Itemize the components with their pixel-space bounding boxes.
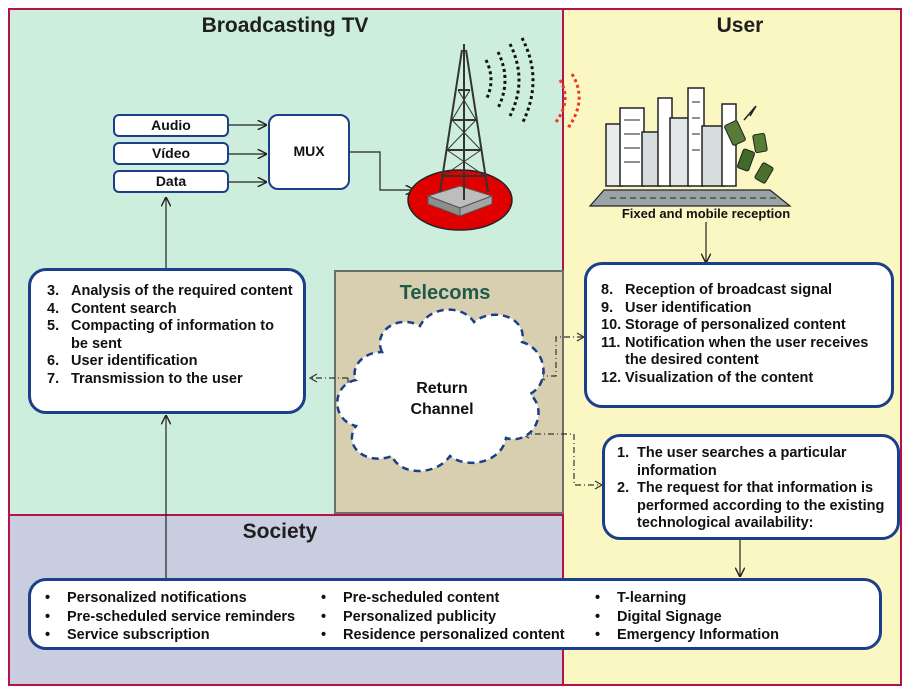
user-steps-box: 8.Reception of broadcast signal 9.User i… — [584, 262, 894, 408]
broadcasting-title: Broadcasting TV — [201, 14, 369, 37]
list-item: Pre-scheduled service reminders — [45, 608, 295, 627]
services-col3: T-learning Digital Signage Emergency Inf… — [595, 589, 779, 645]
mux-box: MUX — [268, 114, 350, 190]
list-item: Digital Signage — [595, 608, 779, 627]
data-box: Data — [113, 170, 229, 193]
cloud-icon — [336, 308, 545, 473]
video-box: Vídeo — [113, 142, 229, 165]
broadcast-tower-icon — [407, 44, 513, 231]
user-title: User — [716, 14, 764, 37]
services-col2: Pre-scheduled content Personalized publi… — [321, 589, 565, 645]
city-skyline-icon — [588, 87, 792, 207]
return-channel-line2: Channel — [410, 401, 474, 418]
return-channel-label: Return Channel — [400, 378, 484, 420]
request-steps-box: 1.The user searches a particular informa… — [602, 434, 900, 540]
request-steps-list: 1.The user searches a particular informa… — [617, 445, 891, 533]
list-item: Service subscription — [45, 626, 295, 645]
services-col1: Personalized notifications Pre-scheduled… — [45, 589, 295, 645]
list-item: 7.Transmission to the user — [47, 370, 243, 387]
list-item: Emergency Information — [595, 626, 779, 645]
list-item: 1.The user searches a particular informa… — [617, 445, 847, 479]
list-item: 10.Storage of personalized content — [601, 317, 846, 333]
society-title: Society — [242, 520, 318, 543]
reception-label: Fixed and mobile reception — [621, 206, 791, 221]
list-item: 6.User identification — [47, 353, 198, 369]
list-item: 2.The request for that information is pe… — [617, 480, 885, 531]
list-item: T-learning — [595, 589, 779, 608]
broadcast-steps-list: 3.Analysis of the required content 4.Con… — [47, 283, 293, 388]
audio-box: Audio — [113, 114, 229, 137]
list-item: 9.User identification — [601, 299, 752, 316]
list-item: 5.Compacting of information to be sent — [47, 318, 274, 352]
list-item: Pre-scheduled content — [321, 589, 565, 608]
list-item: 11.Notification when the user receives t… — [601, 334, 869, 369]
list-item: Personalized notifications — [45, 589, 295, 608]
list-item: 12.Visualization of the content — [601, 369, 814, 386]
list-item: 8.Reception of broadcast signal — [601, 282, 833, 298]
signal-waves — [484, 37, 581, 129]
return-channel-line1: Return — [416, 380, 468, 397]
telecoms-title: Telecoms — [399, 282, 491, 304]
list-item: Personalized publicity — [321, 608, 565, 627]
broadcast-steps-box: 3.Analysis of the required content 4.Con… — [28, 268, 306, 414]
list-item: Residence personalized content — [321, 626, 565, 645]
list-item: 4.Content search — [47, 300, 177, 317]
services-box: Personalized notifications Pre-scheduled… — [28, 578, 882, 650]
list-item: 3.Analysis of the required content — [47, 283, 293, 299]
user-steps-list: 8.Reception of broadcast signal 9.User i… — [601, 282, 883, 387]
